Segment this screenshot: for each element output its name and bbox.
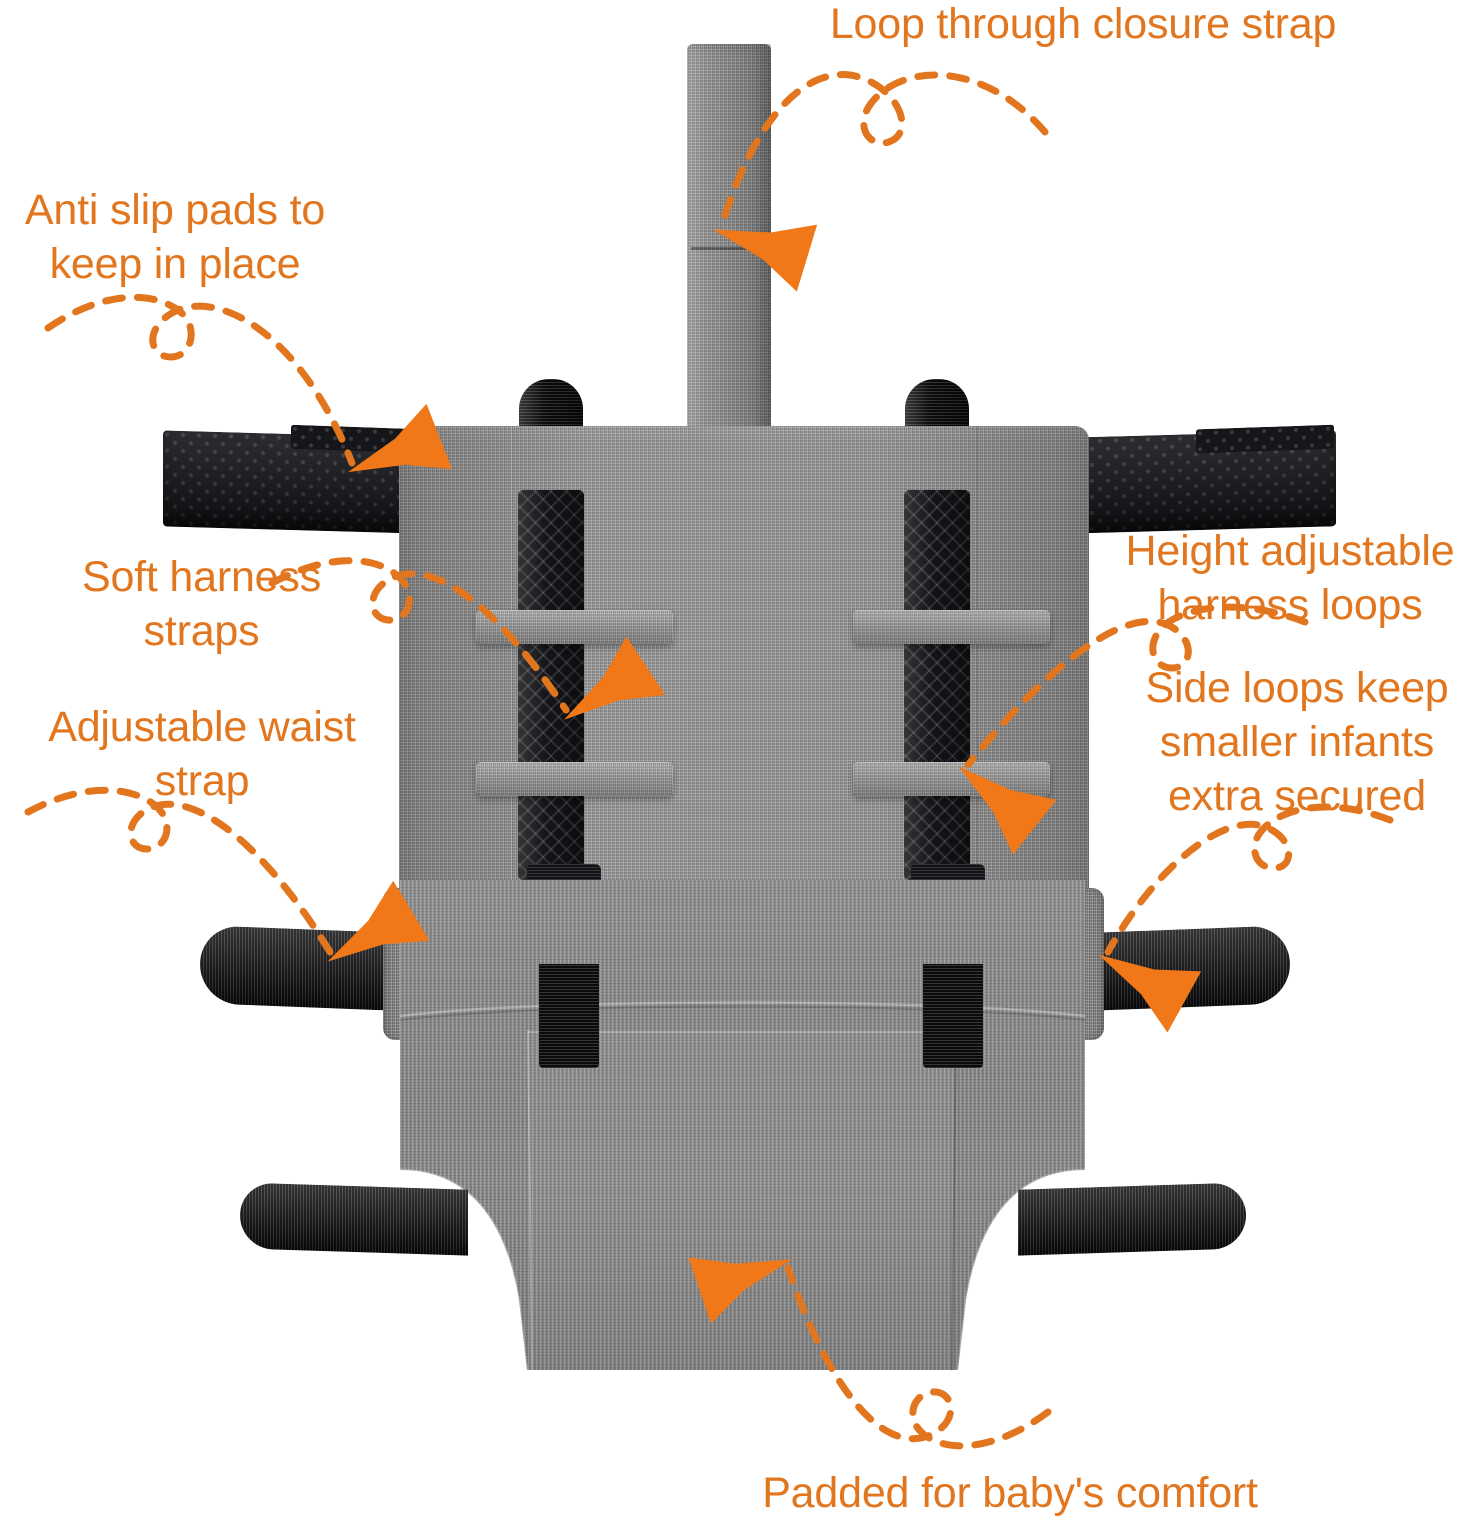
callout-label-adjustable-waist-strap: Adjustable waist strap: [48, 703, 356, 805]
harness-loop-keeper-upper-right: [853, 610, 1050, 644]
shoulder-pad-right: [904, 490, 970, 880]
callout-label-side-loops: Side loops keep smaller infants extra se…: [1145, 664, 1449, 820]
harness-loop-keeper-upper-left: [476, 610, 673, 644]
buckle-tail-left: [539, 964, 599, 1068]
buckle-tail-right: [923, 964, 983, 1068]
callout-label-anti-slip-pads: Anti slip pads to keep in place: [24, 186, 326, 288]
side-loop-left: [240, 1182, 468, 1256]
callout-label-height-adjustable-harness-loops: Height adjustable harness loops: [1125, 527, 1455, 629]
harness-loop-keeper-lower-left: [476, 762, 673, 796]
anti-slip-pad-right-flap: [1196, 424, 1334, 454]
callout-label-padded-for-comfort: Padded for baby's comfort: [762, 1469, 1258, 1517]
shoulder-pad-left: [518, 490, 584, 880]
closure-strap: [687, 44, 771, 440]
harness-loop-keeper-lower-right: [853, 762, 1050, 796]
side-loop-right: [1018, 1182, 1246, 1256]
callout-label-soft-harness-straps: Soft harness straps: [81, 553, 321, 655]
callout-label-loop-through-closure-strap: Loop through closure strap: [829, 0, 1337, 48]
backrest-panel: [399, 426, 1089, 926]
seat-panel: [400, 880, 1085, 1370]
